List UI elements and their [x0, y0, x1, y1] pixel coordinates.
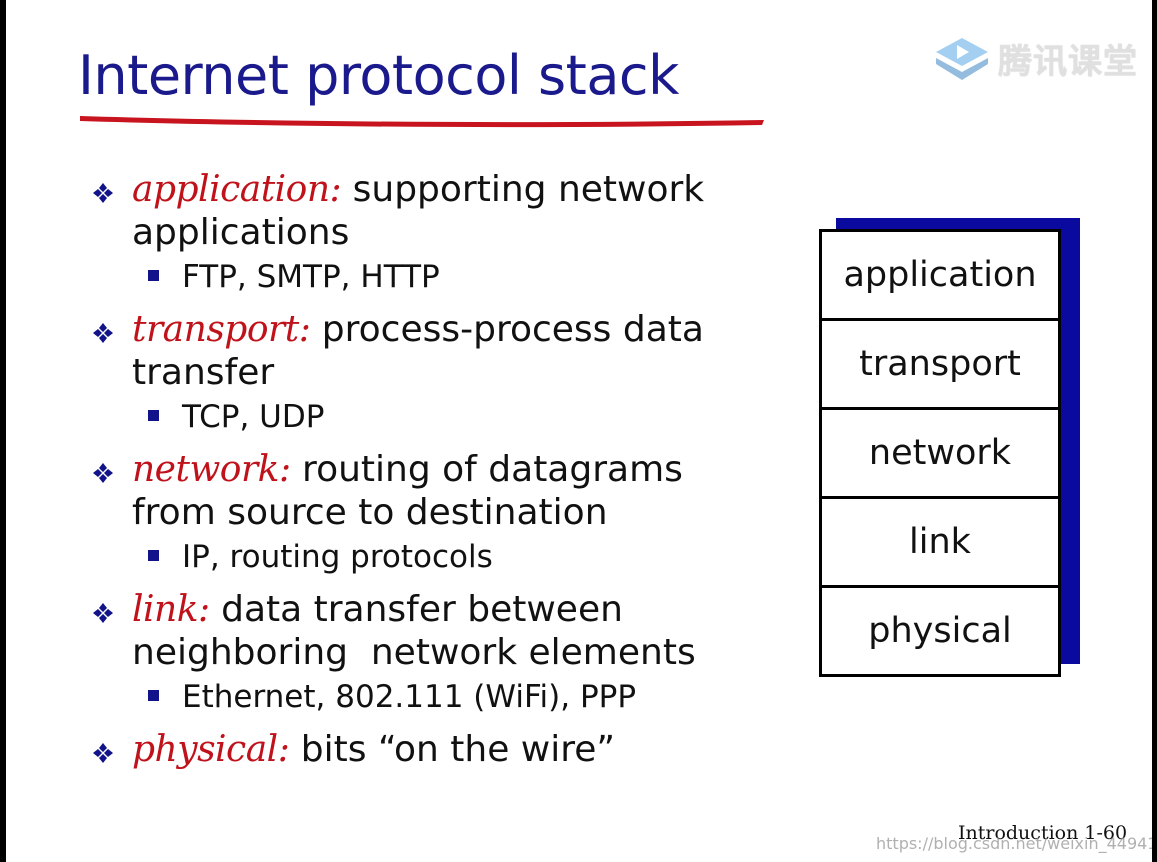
square-bullet-icon: [148, 270, 159, 281]
square-bullet-icon: [148, 690, 159, 701]
item-desc: bits “on the wire”: [289, 729, 616, 770]
slide-footer: Introduction 1-60: [958, 822, 1128, 844]
blog-watermark: https://blog.csdn.net/weixin_44941312: [876, 834, 1152, 853]
sub-item: Ethernet, 802.111 (WiFi), PPP: [86, 676, 766, 718]
sub-item: FTP, SMTP, HTTP: [86, 256, 766, 298]
item-text: link: data transfer between neighboring …: [86, 588, 766, 674]
item-desc: data transfer between: [209, 589, 623, 630]
stack-layer-application: application: [822, 232, 1058, 321]
stack-layer-network: network: [822, 410, 1058, 499]
item-desc: process-process data: [310, 309, 704, 350]
square-bullet-icon: [148, 550, 159, 561]
item-desc-cont: transfer: [132, 352, 275, 393]
sub-item: TCP, UDP: [86, 396, 766, 438]
sub-item-text: Ethernet, 802.111 (WiFi), PPP: [182, 679, 637, 715]
bullet-list: application: supporting network applicat…: [86, 168, 766, 781]
item-desc-cont: applications: [132, 212, 350, 253]
item-text: transport: process-process data transfer: [86, 308, 766, 394]
slide: Internet protocol stack 腾讯课堂 application…: [6, 0, 1152, 862]
list-item-network: network: routing of datagrams from sourc…: [86, 448, 766, 578]
stack-layer-link: link: [822, 499, 1058, 588]
item-text: application: supporting network applicat…: [86, 168, 766, 254]
item-desc: routing of datagrams: [290, 449, 683, 490]
list-item-transport: transport: process-process data transfer…: [86, 308, 766, 438]
list-item-physical: physical: bits “on the wire”: [86, 728, 766, 771]
keyword-application: application:: [132, 169, 342, 210]
diamond-bullet-icon: [93, 323, 113, 343]
keyword-network: network:: [132, 449, 291, 490]
item-text: physical: bits “on the wire”: [86, 728, 766, 771]
diamond-bullet-icon: [93, 463, 113, 483]
item-desc: supporting network: [341, 169, 705, 210]
play-logo-icon: [936, 37, 988, 80]
list-item-application: application: supporting network applicat…: [86, 168, 766, 298]
keyword-transport: transport:: [132, 309, 311, 350]
sub-item-text: FTP, SMTP, HTTP: [182, 259, 440, 295]
logo-text: 腾讯课堂: [998, 42, 1138, 82]
list-item-link: link: data transfer between neighboring …: [86, 588, 766, 718]
stack-layer-transport: transport: [822, 321, 1058, 410]
diamond-bullet-icon: [93, 603, 113, 623]
keyword-link: link:: [132, 589, 210, 630]
item-desc-cont: neighboring network elements: [132, 632, 696, 673]
diamond-bullet-icon: [93, 743, 113, 763]
square-bullet-icon: [148, 410, 159, 421]
sub-item: IP, routing protocols: [86, 536, 766, 578]
item-desc-cont: from source to destination: [132, 492, 608, 533]
sub-item-text: TCP, UDP: [182, 399, 325, 435]
protocol-stack-diagram: application transport network link physi…: [819, 229, 1061, 677]
item-text: network: routing of datagrams from sourc…: [86, 448, 766, 534]
sub-item-text: IP, routing protocols: [182, 539, 493, 575]
slide-title: Internet protocol stack: [78, 44, 679, 107]
tencent-classroom-logo: 腾讯课堂: [934, 34, 1138, 83]
stack-layer-physical: physical: [868, 611, 1012, 651]
title-underline: [80, 116, 764, 128]
diamond-bullet-icon: [93, 183, 113, 203]
keyword-physical: physical:: [132, 729, 290, 770]
